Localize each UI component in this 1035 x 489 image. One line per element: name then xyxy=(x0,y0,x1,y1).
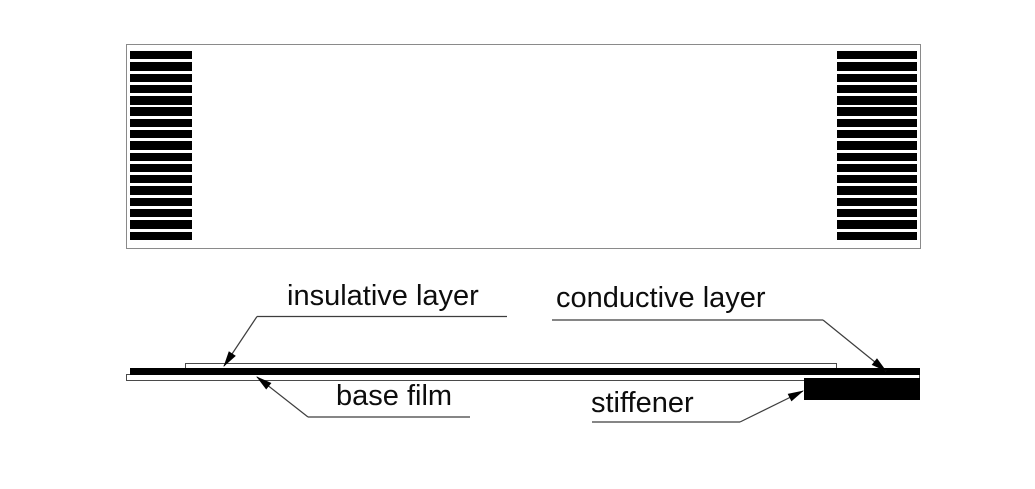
contact-finger xyxy=(130,197,192,207)
base-film-shape xyxy=(126,374,920,381)
stiffener-shape xyxy=(804,378,920,400)
stiffener-label: stiffener xyxy=(591,387,694,419)
contact-finger xyxy=(837,175,917,184)
contact-finger xyxy=(130,231,192,240)
contact-finger xyxy=(837,197,917,207)
contact-finger xyxy=(837,118,917,128)
contact-finger xyxy=(837,73,917,82)
conductive-layer-shape xyxy=(130,368,920,375)
contact-finger xyxy=(837,141,917,150)
contact-finger xyxy=(130,73,192,82)
contact-finger xyxy=(130,62,192,71)
insulative-leader-line xyxy=(223,316,258,367)
conductive-layer-label: conductive layer xyxy=(556,282,766,314)
contact-finger xyxy=(130,163,192,173)
contact-finger xyxy=(130,175,192,184)
base-film-leader-line xyxy=(256,376,309,418)
contact-finger xyxy=(837,186,917,195)
contact-finger xyxy=(837,208,917,218)
contact-finger xyxy=(130,152,192,161)
contact-finger xyxy=(130,129,192,139)
contact-finger xyxy=(837,152,917,161)
contact-finger xyxy=(837,163,917,173)
contact-finger xyxy=(130,220,192,229)
contact-finger xyxy=(837,62,917,71)
contact-finger xyxy=(130,118,192,128)
contact-finger xyxy=(837,231,917,240)
contact-finger xyxy=(130,141,192,150)
contact-finger xyxy=(837,220,917,229)
base-film-label: base film xyxy=(336,380,453,412)
contact-finger xyxy=(130,51,192,60)
contact-finger xyxy=(837,84,917,94)
contact-finger xyxy=(837,96,917,105)
contact-finger xyxy=(130,186,192,195)
contact-finger xyxy=(837,51,917,60)
contact-fingers-right xyxy=(837,51,917,240)
contact-finger xyxy=(130,208,192,218)
insulative-layer-label: insulative layer xyxy=(287,280,479,312)
contact-finger xyxy=(837,129,917,139)
stiffener-leader-line xyxy=(739,390,804,423)
contact-finger xyxy=(130,84,192,94)
contact-finger xyxy=(130,107,192,116)
contact-fingers-left xyxy=(130,51,192,240)
contact-finger xyxy=(837,107,917,116)
top-view-outline xyxy=(126,44,921,249)
contact-finger xyxy=(130,96,192,105)
